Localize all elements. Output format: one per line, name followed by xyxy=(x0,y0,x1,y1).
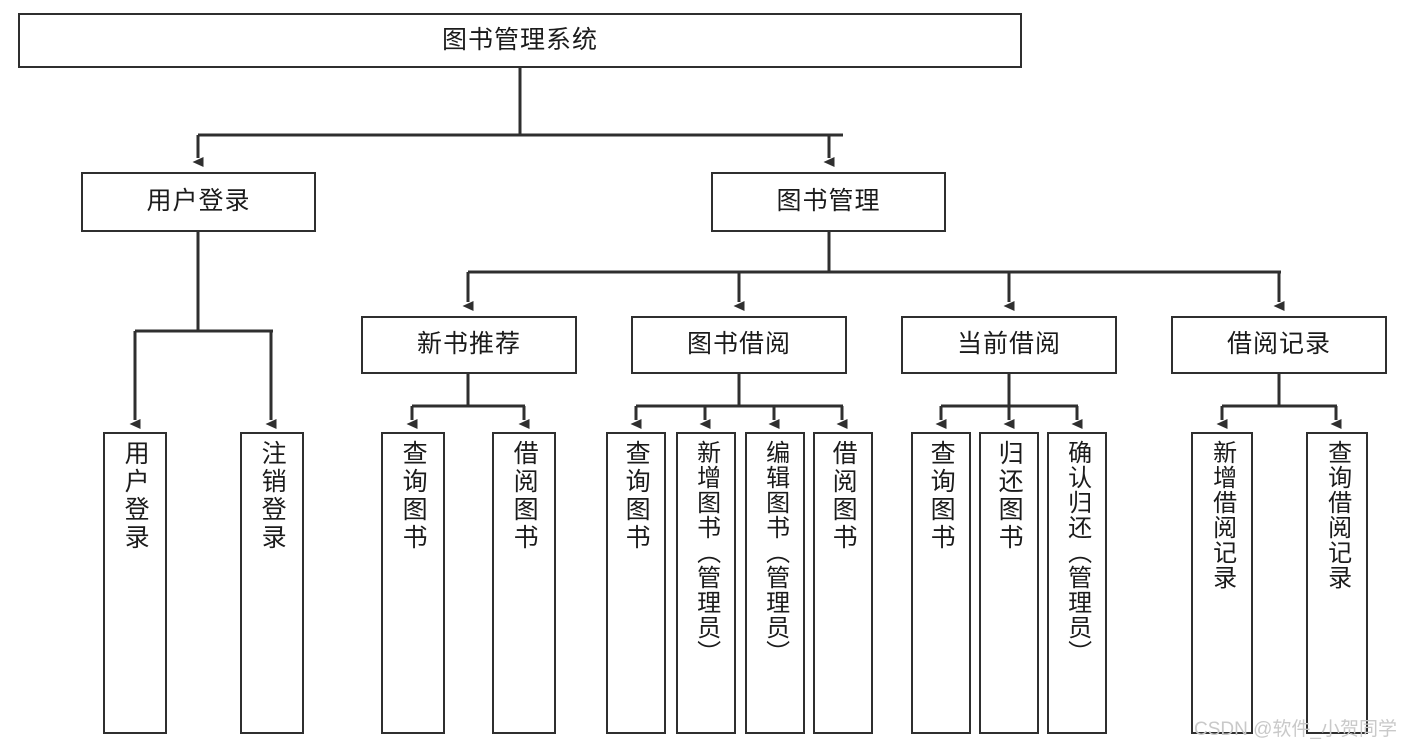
node-leaf-query-record[interactable]: 查询借阅记录 xyxy=(1306,432,1368,734)
node-user-login-label: 用户登录 xyxy=(146,187,251,216)
node-leaf-borrow-book-1-label: 借阅图书 xyxy=(510,440,539,552)
node-leaf-confirm-return-label: 确认归还（管理员） xyxy=(1063,440,1091,665)
node-book-borrow[interactable]: 图书借阅 xyxy=(631,316,847,374)
node-leaf-user-login[interactable]: 用户登录 xyxy=(103,432,167,734)
node-leaf-return-book[interactable]: 归还图书 xyxy=(979,432,1039,734)
node-leaf-edit-book-label: 编辑图书（管理员） xyxy=(761,440,789,665)
node-leaf-query-book-2[interactable]: 查询图书 xyxy=(606,432,666,734)
node-borrow-record[interactable]: 借阅记录 xyxy=(1171,316,1387,374)
node-current-borrow-label: 当前借阅 xyxy=(956,330,1061,359)
node-user-login[interactable]: 用户登录 xyxy=(81,172,316,232)
watermark-text: CSDN @软件_小贺同学 xyxy=(1194,719,1397,740)
node-leaf-query-book-3[interactable]: 查询图书 xyxy=(911,432,971,734)
node-leaf-query-book-1[interactable]: 查询图书 xyxy=(381,432,445,734)
node-leaf-borrow-book-2-label: 借阅图书 xyxy=(829,440,858,552)
node-leaf-borrow-book-1[interactable]: 借阅图书 xyxy=(492,432,556,734)
node-leaf-logout[interactable]: 注销登录 xyxy=(240,432,304,734)
node-leaf-borrow-book-2[interactable]: 借阅图书 xyxy=(813,432,873,734)
node-leaf-query-book-1-label: 查询图书 xyxy=(399,440,428,552)
node-leaf-add-book[interactable]: 新增图书（管理员） xyxy=(676,432,736,734)
node-book-manage[interactable]: 图书管理 xyxy=(711,172,946,232)
node-leaf-logout-label: 注销登录 xyxy=(258,440,287,552)
node-book-borrow-label: 图书借阅 xyxy=(686,330,791,359)
node-leaf-add-record-label: 新增借阅记录 xyxy=(1208,440,1236,590)
node-leaf-query-book-2-label: 查询图书 xyxy=(622,440,651,552)
node-leaf-user-login-label: 用户登录 xyxy=(121,440,150,552)
node-new-book-rec[interactable]: 新书推荐 xyxy=(361,316,577,374)
node-leaf-add-book-label: 新增图书（管理员） xyxy=(692,440,720,665)
node-leaf-confirm-return[interactable]: 确认归还（管理员） xyxy=(1047,432,1107,734)
node-root[interactable]: 图书管理系统 xyxy=(18,13,1022,68)
node-leaf-return-book-label: 归还图书 xyxy=(995,440,1024,552)
node-leaf-edit-book[interactable]: 编辑图书（管理员） xyxy=(745,432,805,734)
node-root-label: 图书管理系统 xyxy=(441,25,598,54)
node-leaf-query-record-label: 查询借阅记录 xyxy=(1323,440,1351,590)
node-leaf-query-book-3-label: 查询图书 xyxy=(927,440,956,552)
node-book-manage-label: 图书管理 xyxy=(776,187,881,216)
node-current-borrow[interactable]: 当前借阅 xyxy=(901,316,1117,374)
node-borrow-record-label: 借阅记录 xyxy=(1226,330,1331,359)
node-new-book-rec-label: 新书推荐 xyxy=(416,330,521,359)
node-leaf-add-record[interactable]: 新增借阅记录 xyxy=(1191,432,1253,734)
